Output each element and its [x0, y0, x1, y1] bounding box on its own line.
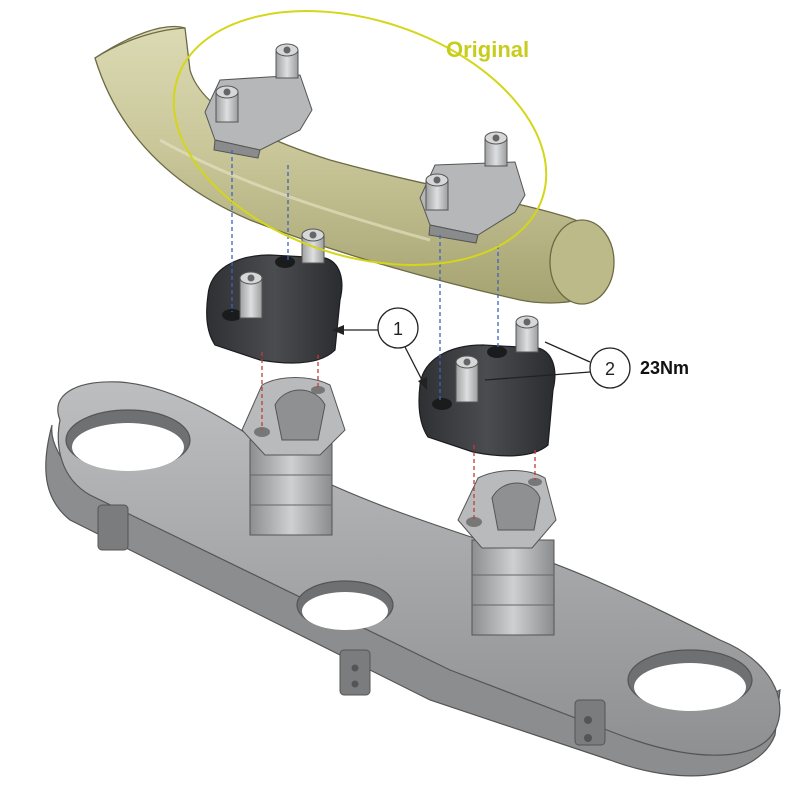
callout-number-1: 1: [393, 319, 403, 339]
torque-label: 23Nm: [640, 358, 689, 378]
bolt-icon: [455, 355, 479, 403]
handlebar: [94, 25, 615, 305]
callout-2: [484, 341, 631, 389]
original-label: Original: [446, 37, 529, 62]
bolt-icon: [484, 131, 508, 167]
bolt-icon: [215, 85, 239, 123]
bolt-icon: [301, 228, 325, 264]
triple-clamp: [45, 381, 781, 777]
riser-post-left: [241, 377, 346, 536]
callout-number-2: 2: [605, 359, 615, 379]
riser-post-right: [457, 470, 557, 636]
original-highlight-ellipse: [172, 10, 548, 266]
bolt-icon: [515, 315, 539, 353]
callout-1: [332, 307, 427, 390]
bolt-icon: [425, 173, 449, 211]
riser-clamp-right: [418, 344, 556, 457]
bolt-group: [215, 43, 539, 403]
riser-clamp-left: [206, 254, 343, 364]
bolt-icon: [239, 271, 263, 319]
assembly-guide-lines: [231, 150, 536, 520]
bolt-icon: [275, 43, 299, 79]
